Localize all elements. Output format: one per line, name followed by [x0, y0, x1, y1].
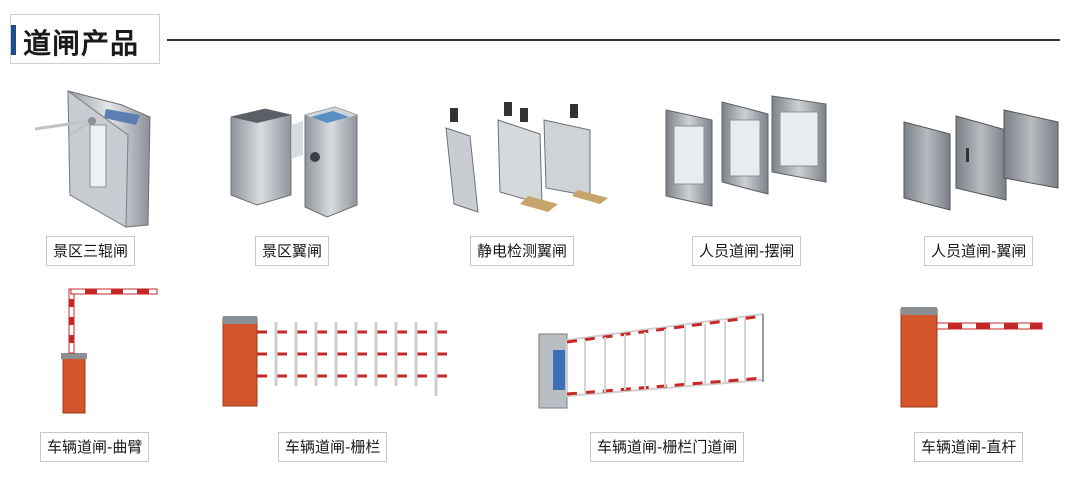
label-flap-barrier: 景区翼闸	[255, 236, 330, 266]
flap-barrier-icon	[230, 106, 358, 218]
esd-flap-barrier-icon	[445, 102, 608, 213]
label-pedestrian-flap-gate: 人员道闸-翼闸	[924, 236, 1034, 266]
header-divider	[167, 39, 1060, 41]
product-straight-arm-barrier[interactable]	[898, 305, 1046, 410]
label-folding-arm-barrier: 车辆道闸-曲臂	[40, 432, 150, 462]
fence-arm-barrier-icon	[222, 316, 448, 407]
swing-gate-icon	[665, 95, 827, 207]
folding-arm-barrier-icon	[61, 288, 158, 414]
product-fence-arm-barrier[interactable]	[220, 312, 450, 412]
product-swing-gate[interactable]	[660, 92, 835, 212]
label-tripod-turnstile: 景区三辊闸	[46, 236, 136, 266]
fence-gate-barrier-icon	[538, 312, 764, 409]
header-accent-bar	[11, 25, 16, 55]
section-title: 道闸产品	[23, 27, 140, 60]
product-flap-barrier[interactable]	[225, 95, 365, 225]
product-folding-arm-barrier[interactable]	[55, 285, 160, 415]
product-tripod-turnstile[interactable]	[30, 85, 160, 235]
pedestrian-flap-gate-icon	[903, 109, 1059, 211]
section-header: 道闸产品	[10, 14, 160, 64]
label-fence-arm-barrier: 车辆道闸-栅栏	[278, 432, 388, 462]
tripod-turnstile-icon	[34, 89, 151, 228]
label-swing-gate: 人员道闸-摆闸	[692, 236, 802, 266]
product-esd-flap-barrier[interactable]	[440, 100, 620, 220]
straight-arm-barrier-icon	[900, 307, 1043, 408]
label-fence-gate-barrier: 车辆道闸-栅栏门道闸	[590, 432, 745, 462]
product-fence-gate-barrier[interactable]	[535, 310, 770, 410]
label-esd-flap-barrier: 静电检测翼闸	[470, 236, 575, 266]
product-pedestrian-flap-gate[interactable]	[900, 108, 1065, 218]
label-straight-arm-barrier: 车辆道闸-直杆	[914, 432, 1024, 462]
